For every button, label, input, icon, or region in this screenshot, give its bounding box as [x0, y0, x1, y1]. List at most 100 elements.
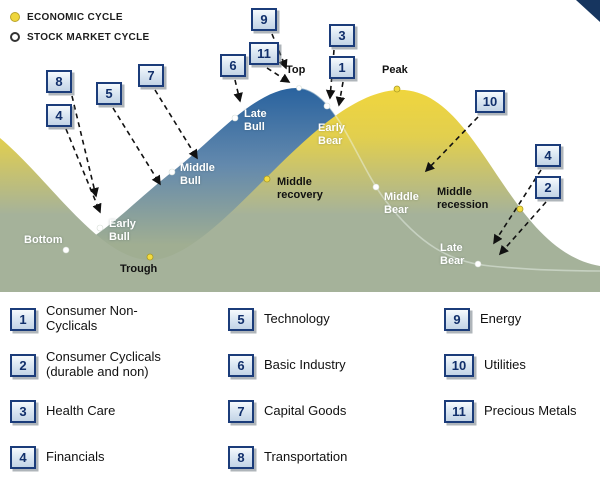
sector-label-11: Precious Metals: [484, 402, 577, 418]
arrow-9: [271, 33, 288, 70]
economic-marker-dots: [146, 85, 524, 261]
arrow-1: [335, 81, 346, 107]
sector-item-8: 8 Transportation: [228, 434, 436, 480]
dot-bottom: [62, 246, 70, 254]
arrow-10: [424, 116, 479, 173]
sector-label-3: Health Care: [46, 402, 116, 418]
sector-num-4: 4: [10, 445, 36, 469]
sector-item-7: 7 Capital Goods: [228, 388, 436, 434]
sector-item-11: 11 Precious Metals: [444, 388, 596, 434]
sector-num-9: 9: [444, 307, 470, 331]
sector-label-7: Capital Goods: [264, 402, 347, 418]
sector-item-2: 2 Consumer Cyclicals (durable and non): [10, 342, 222, 388]
cycle-legend: ECONOMIC CYCLE STOCK MARKET CYCLE: [10, 7, 149, 47]
arrow-6: [233, 79, 243, 103]
callout-arrows: [65, 33, 547, 256]
callout-box-1: 1: [329, 56, 355, 79]
phase-label-bottom: Bottom: [24, 234, 63, 246]
phase-label-trough: Trough: [120, 263, 158, 275]
sector-num-8: 8: [228, 445, 254, 469]
stock-cycle-label: STOCK MARKET CYCLE: [27, 31, 150, 43]
sector-label-8: Transportation: [264, 448, 348, 464]
dot-trough: [146, 253, 154, 261]
sector-item-6: 6 Basic Industry: [228, 342, 436, 388]
arrow-8: [71, 95, 99, 198]
dot-early-bear: [323, 102, 331, 110]
phase-label-early-bull: Early Bull: [109, 218, 136, 243]
stock-marker-dots: [62, 85, 482, 268]
phase-label-late-bull: Late Bull: [244, 108, 267, 133]
sector-item-1: 1 Consumer Non-Cyclicals: [10, 296, 222, 342]
economic-cycle-dot-icon: [10, 12, 20, 22]
sector-item-10: 10 Utilities: [444, 342, 596, 388]
callout-box-9: 9: [251, 8, 277, 31]
callout-box-11: 11: [249, 42, 279, 65]
sector-label-6: Basic Industry: [264, 356, 346, 372]
sector-num-7: 7: [228, 399, 254, 423]
sector-label-4: Financials: [46, 448, 105, 464]
callout-box-6: 6: [220, 54, 246, 77]
arrow-5: [112, 107, 161, 186]
phase-label-peak: Peak: [382, 64, 408, 76]
sector-item-5: 5 Technology: [228, 296, 436, 342]
dot-middle-bear: [372, 183, 380, 191]
callout-box-3: 3: [329, 24, 355, 47]
cycle-chart: ECONOMIC CYCLE STOCK MARKET CYCLE 8 4 5 …: [0, 0, 600, 292]
phase-label-middle-recovery: Middle recovery: [277, 176, 323, 201]
phase-label-early-bear: Early Bear: [318, 122, 345, 147]
arrow-2-right: [498, 201, 547, 256]
arrow-4-right: [493, 169, 542, 245]
sector-num-10: 10: [444, 353, 474, 377]
stock-cycle-legend-row: STOCK MARKET CYCLE: [10, 27, 149, 47]
arrow-11: [266, 67, 291, 83]
sector-label-10: Utilities: [484, 356, 526, 372]
sector-num-11: 11: [444, 399, 474, 423]
cycle-curves-canvas: [0, 0, 600, 292]
sector-item-3: 3 Health Care: [10, 388, 222, 434]
sector-legend-column-1: 1 Consumer Non-Cyclicals 2 Consumer Cycl…: [10, 296, 222, 480]
dot-top: [296, 85, 302, 91]
phase-label-middle-recession: Middle recession: [437, 186, 489, 211]
dot-middle-recovery: [263, 175, 271, 183]
sector-num-2: 2: [10, 353, 36, 377]
stock-cycle-dot-icon: [10, 32, 20, 42]
callout-box-7: 7: [138, 64, 164, 87]
sector-label-9: Energy: [480, 310, 522, 326]
sector-num-5: 5: [228, 307, 254, 331]
sector-num-1: 1: [10, 307, 36, 331]
phase-label-top: Top: [286, 64, 306, 76]
sector-label-2: Consumer Cyclicals (durable and non): [46, 349, 161, 379]
economic-cycle-legend-row: ECONOMIC CYCLE: [10, 7, 149, 27]
dot-peak: [393, 85, 401, 93]
callout-box-10: 10: [475, 90, 505, 113]
phase-label-late-bear: Late Bear: [440, 242, 465, 267]
callout-box-4-left: 4: [46, 104, 72, 127]
sector-legend-column-3: 9 Energy 10 Utilities 11 Precious Metals: [444, 296, 596, 434]
sector-num-6: 6: [228, 353, 254, 377]
callout-box-8: 8: [46, 70, 72, 93]
economic-curve-fill: [0, 89, 600, 292]
sector-label-5: Technology: [264, 310, 330, 326]
dot-early-bull: [96, 224, 104, 232]
dot-late-bull: [231, 114, 239, 122]
sector-item-4: 4 Financials: [10, 434, 222, 480]
economic-cycle-label: ECONOMIC CYCLE: [27, 11, 123, 23]
arrow-7: [154, 89, 198, 160]
phase-label-middle-bull: Middle Bull: [180, 162, 215, 187]
callout-box-5: 5: [96, 82, 122, 105]
sector-legend: 1 Consumer Non-Cyclicals 2 Consumer Cycl…: [0, 292, 600, 474]
dot-late-bear: [474, 260, 482, 268]
dot-middle-recession: [516, 205, 524, 213]
sector-item-9: 9 Energy: [444, 296, 596, 342]
sector-label-1: Consumer Non-Cyclicals: [46, 303, 138, 333]
phase-label-middle-bear: Middle Bear: [384, 191, 419, 216]
arrow-3: [325, 49, 336, 100]
corner-accent: [576, 0, 600, 22]
arrow-4-left: [65, 128, 102, 214]
callout-box-2-right: 2: [535, 176, 561, 199]
sector-num-3: 3: [10, 399, 36, 423]
callout-box-4-right: 4: [535, 144, 561, 167]
dot-middle-bull: [168, 168, 176, 176]
stock-curve-line: [296, 87, 600, 272]
